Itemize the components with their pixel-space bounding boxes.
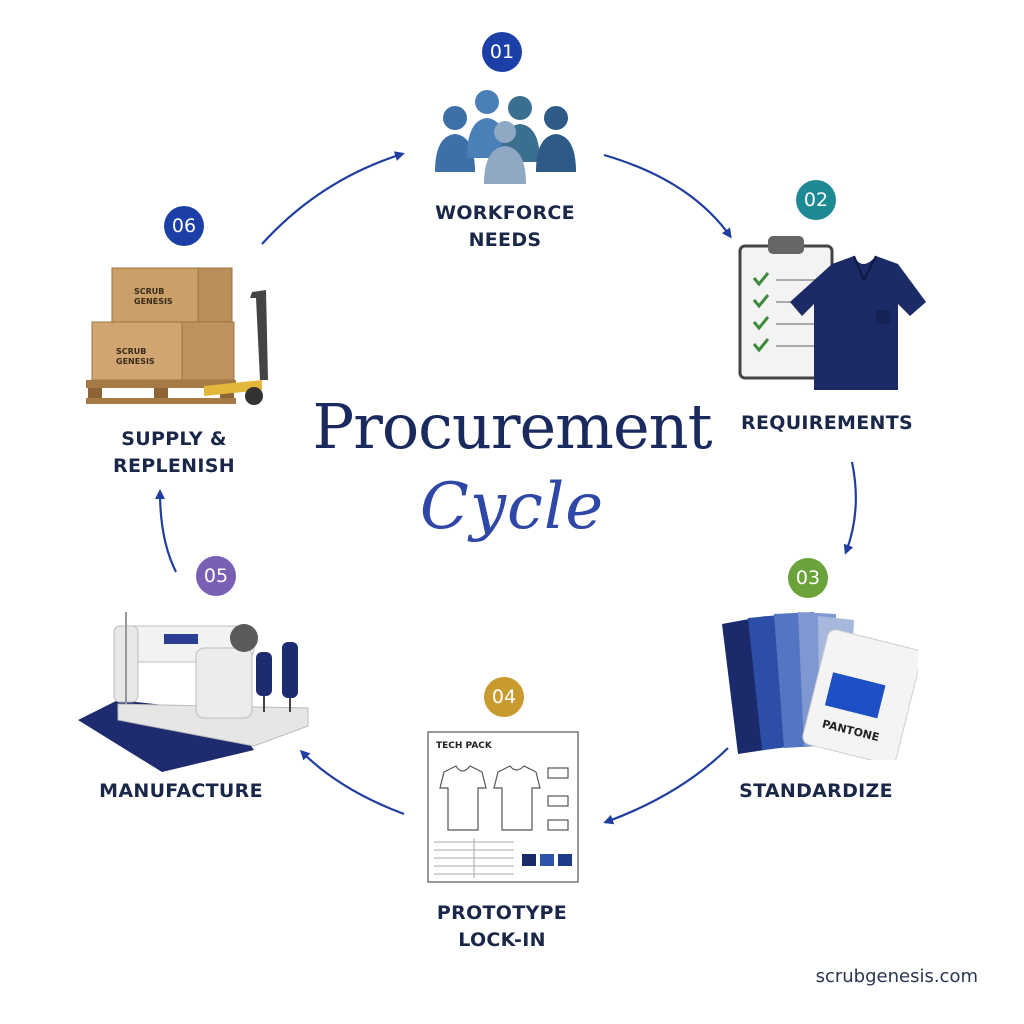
diagram-subtitle: Cycle bbox=[419, 470, 605, 544]
box-brand-text-top-2: GENESIS bbox=[134, 297, 173, 306]
arrow-06-to-01 bbox=[261, 151, 405, 245]
arrow-02-to-03 bbox=[843, 461, 857, 555]
step-badge-02: 02 bbox=[796, 180, 836, 220]
footer-url[interactable]: scrubgenesis.com bbox=[815, 966, 978, 987]
clipboard-scrub-icon bbox=[738, 236, 926, 390]
tech-pack-icon: TECH PACK bbox=[427, 731, 579, 883]
step-badge-06: 06 bbox=[164, 206, 204, 246]
step-badge-05: 05 bbox=[196, 556, 236, 596]
arrow-03-to-04 bbox=[603, 747, 729, 825]
diagram-title: Procurement bbox=[312, 390, 713, 463]
box-brand-text-top-1: SCRUB bbox=[134, 287, 164, 296]
fabric-swatch-icon: PANTONE bbox=[722, 612, 918, 760]
box-brand-text-bottom-2: GENESIS bbox=[116, 357, 155, 366]
boxes-pallet-icon: SCRUB GENESIS SCRUB GENESIS bbox=[86, 267, 268, 405]
sewing-machine-icon bbox=[78, 612, 309, 772]
box-brand-text-bottom-1: SCRUB bbox=[116, 347, 146, 356]
arrow-01-to-02 bbox=[603, 153, 732, 239]
step-label-06: SUPPLY &REPLENISH bbox=[113, 428, 235, 477]
tech-pack-title: TECH PACK bbox=[436, 741, 493, 751]
arrow-04-to-05 bbox=[299, 749, 405, 816]
arrow-05-to-06 bbox=[155, 489, 177, 573]
people-group-icon bbox=[435, 90, 576, 184]
step-badge-03: 03 bbox=[788, 558, 828, 598]
step-badge-01: 01 bbox=[482, 32, 522, 72]
step-badge-04: 04 bbox=[484, 677, 524, 717]
step-label-05: MANUFACTURE bbox=[99, 780, 263, 802]
step-label-02: REQUIREMENTS bbox=[741, 412, 913, 434]
step-label-03: STANDARDIZE bbox=[739, 780, 893, 802]
